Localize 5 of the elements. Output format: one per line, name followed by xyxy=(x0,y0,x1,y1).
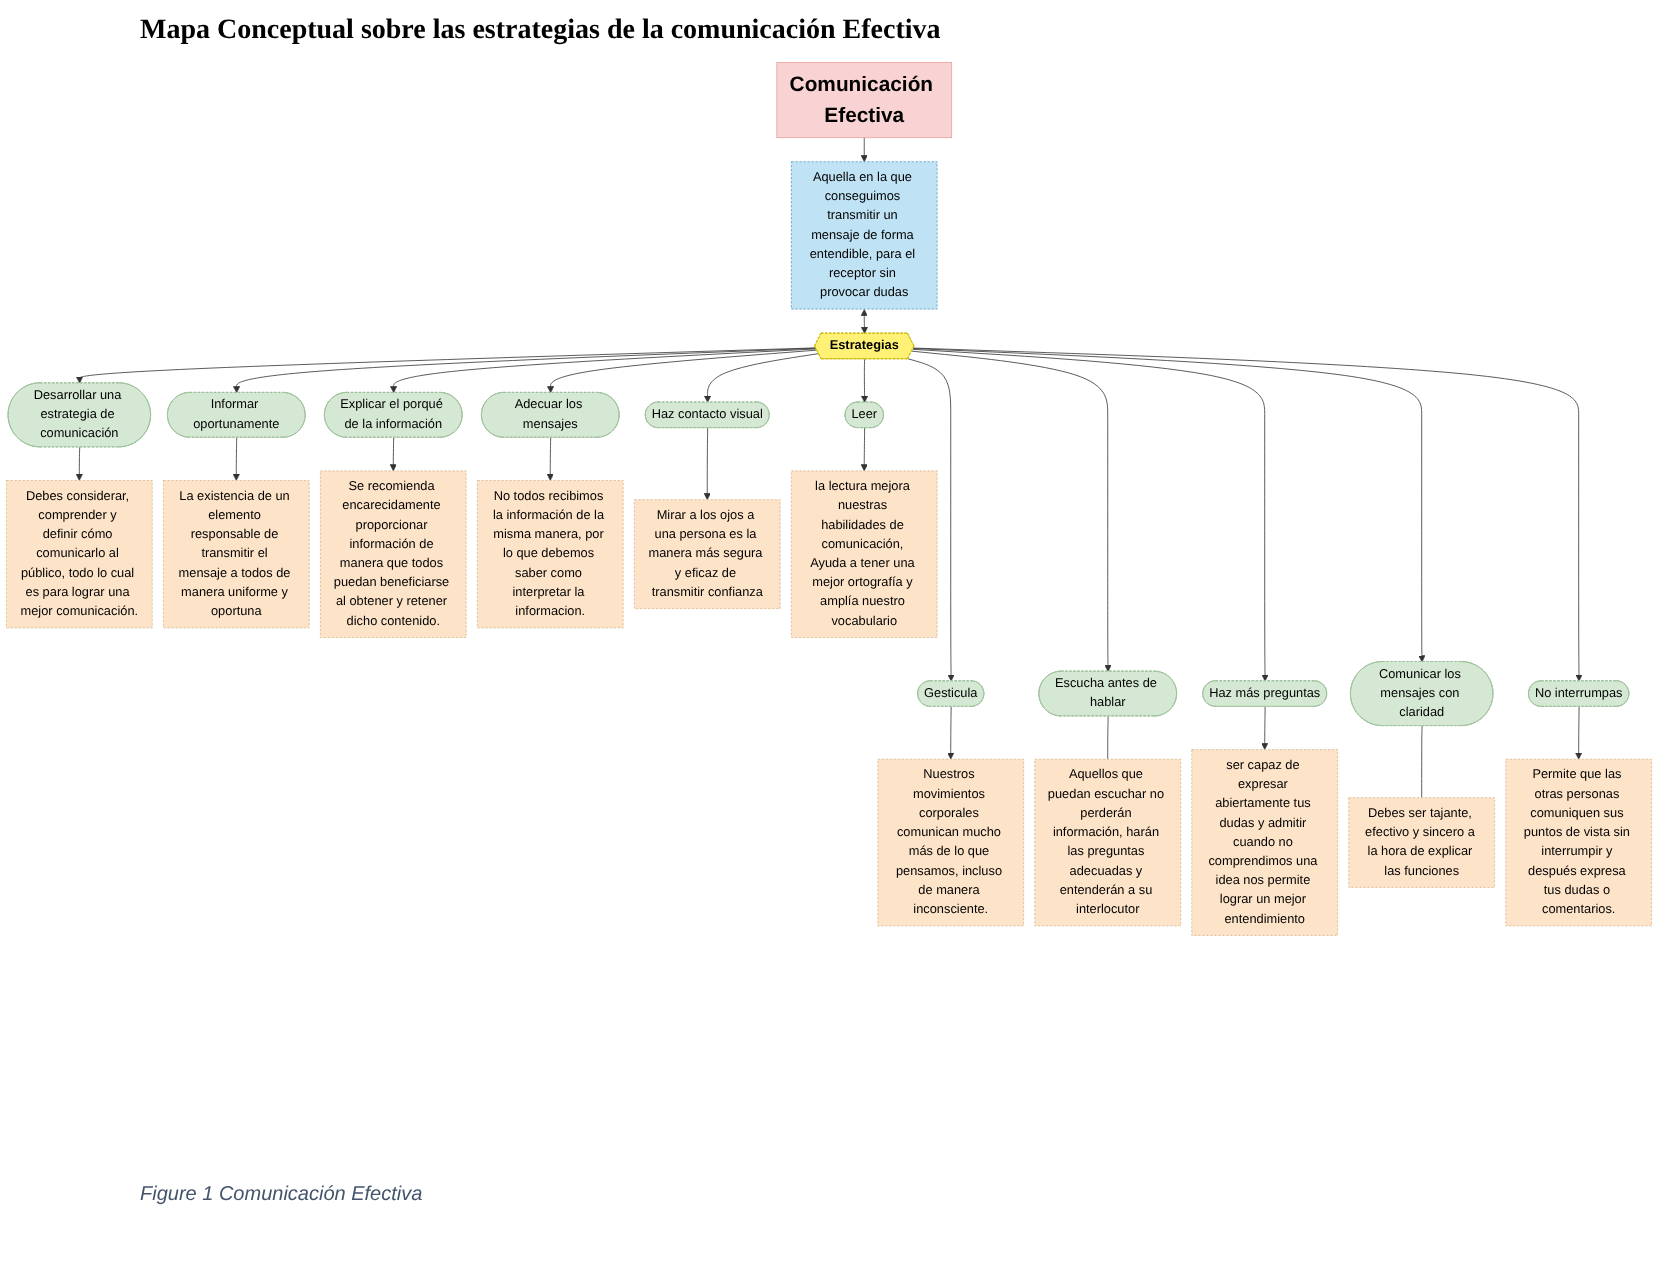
connector xyxy=(1107,716,1109,760)
page-title: Mapa Conceptual sobre las estrategias de la comunicación Efectiva xyxy=(140,16,943,48)
connector xyxy=(1421,725,1423,799)
node-box: Comunicación Efectiva xyxy=(776,62,953,139)
figure-caption: Figure 1 Comunicación Efectiva xyxy=(140,1184,425,1206)
